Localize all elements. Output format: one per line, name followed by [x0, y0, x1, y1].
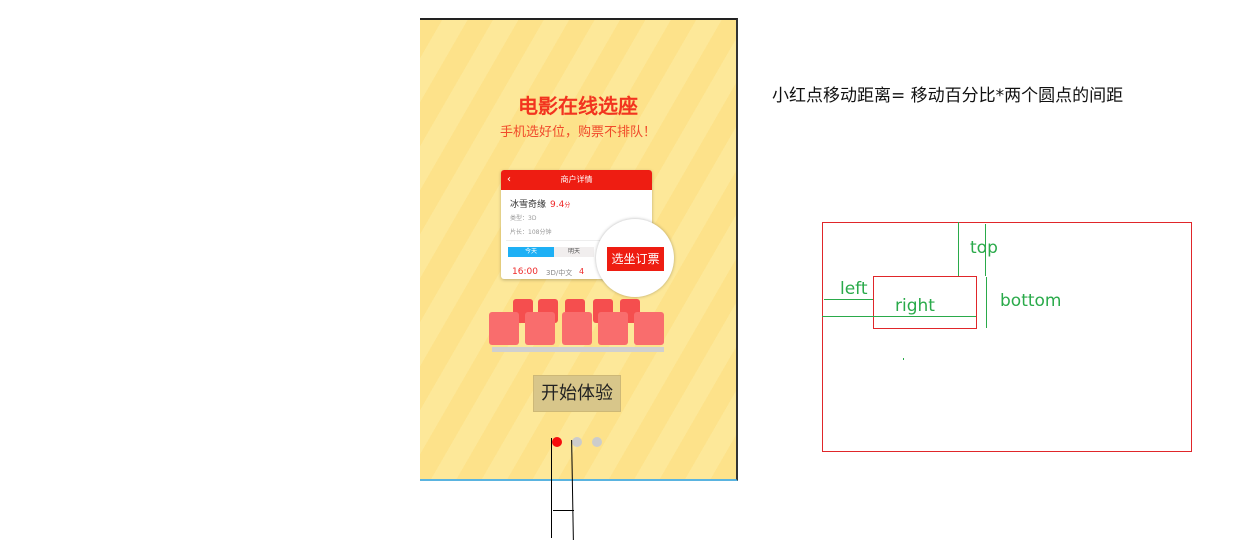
- movie-duration: 片长：108分钟: [510, 229, 552, 236]
- score-unit: 分: [564, 202, 571, 209]
- showtime: 16:00: [512, 267, 538, 277]
- seat-front-row: [489, 312, 519, 345]
- movie-score: 9.4分: [550, 200, 570, 210]
- pager-dot-3[interactable]: [592, 437, 602, 447]
- start-button[interactable]: 开始体验: [533, 375, 621, 412]
- green-line: [822, 316, 976, 317]
- green-line: [824, 299, 873, 300]
- seat-front-row: [598, 312, 628, 345]
- inner-rect: [873, 276, 977, 329]
- green-line: [986, 277, 987, 328]
- pager-dot-2[interactable]: [572, 437, 582, 447]
- label-top: top: [970, 238, 998, 258]
- page-title: 电影在线选座: [518, 94, 638, 118]
- seat-front-row: [562, 312, 592, 345]
- card-header: 商户详情: [501, 170, 652, 190]
- seat-floor: [492, 347, 664, 352]
- label-left: left: [840, 279, 868, 299]
- tab-tomorrow[interactable]: 明天: [554, 247, 594, 257]
- label-right: right: [895, 296, 935, 316]
- page-subtitle: 手机选好位，购票不排队！: [499, 125, 656, 140]
- label-bottom: bottom: [1000, 291, 1062, 311]
- show-price: 4: [579, 267, 585, 276]
- movie-title: 冰雪奇缘: [510, 200, 547, 210]
- green-dot: [903, 358, 904, 360]
- chevron-left-icon: ‹: [507, 174, 511, 185]
- sketch-line: [553, 510, 574, 511]
- green-line: [985, 224, 986, 276]
- seat-front-row: [525, 312, 555, 345]
- divider: [506, 240, 647, 241]
- pager-dot-1[interactable]: [552, 437, 562, 447]
- outer-rect: [822, 222, 1192, 452]
- movie-genre: 类型：3D: [510, 215, 537, 222]
- select-seat-button[interactable]: 选坐订票: [607, 247, 664, 271]
- formula-note: 小红点移动距离= 移动百分比*两个圆点的间距: [772, 86, 1124, 106]
- tab-today[interactable]: 今天: [508, 247, 554, 257]
- score-value: 9.4: [550, 200, 565, 210]
- show-format: 3D/中文: [546, 269, 573, 277]
- green-line: [958, 222, 959, 276]
- seat-front-row: [634, 312, 664, 345]
- sketch-line: [551, 438, 552, 538]
